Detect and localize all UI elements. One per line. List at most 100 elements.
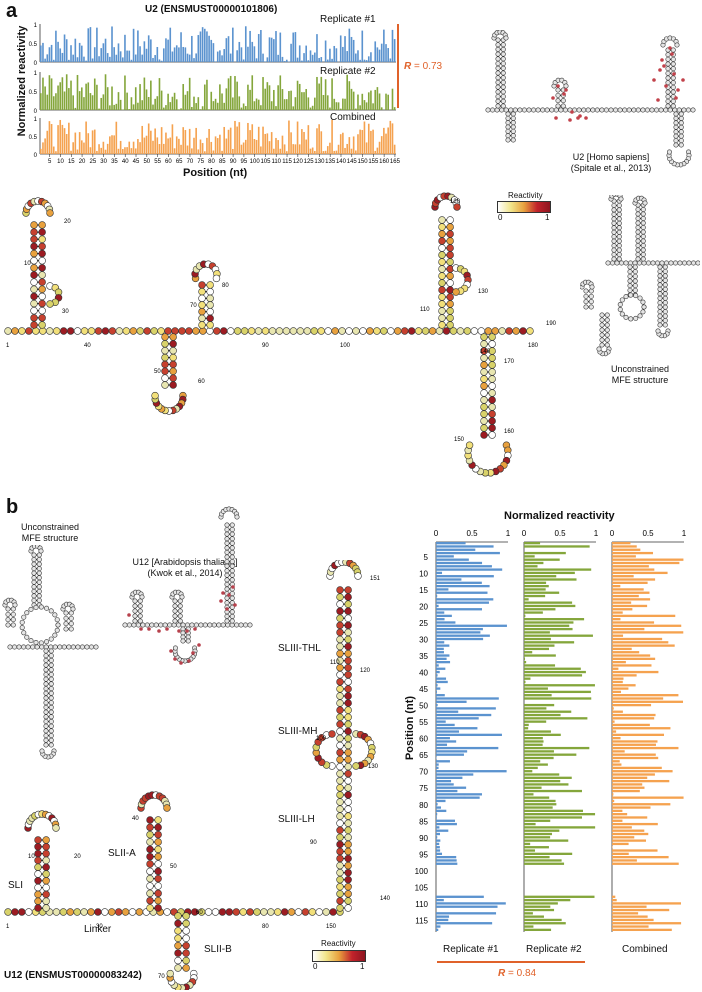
nucleotide: [401, 327, 409, 335]
panel-b-correlation: R = 0.84: [498, 968, 537, 979]
nucleotide: [641, 304, 647, 310]
nucleotide: [359, 327, 367, 335]
nucleotide: [635, 247, 641, 253]
nucleotide: [599, 327, 605, 333]
reactivity-bar: [524, 571, 575, 575]
nucleotide: [344, 720, 352, 728]
nucleotide: [198, 281, 206, 289]
nucleotide: [500, 94, 506, 100]
reactivity-bar: [262, 53, 264, 62]
nucleotide: [154, 852, 162, 861]
nucleotide: [583, 293, 589, 299]
x-tick-label: 120: [293, 159, 304, 165]
reactivity-bar: [524, 895, 595, 898]
reactivity-bar: [309, 50, 312, 62]
reactivity-bar: [612, 723, 650, 727]
position-label: 110: [330, 660, 340, 666]
nucleotide: [421, 327, 430, 335]
reactivity-bar: [436, 905, 498, 908]
panel-a-legend-title: Reactivity: [508, 191, 543, 200]
nucleotide: [674, 42, 680, 48]
reactivity-bar: [524, 551, 566, 555]
reactivity-bar: [370, 52, 372, 62]
reactivity-bar: [329, 142, 331, 154]
reactivity-bar: [524, 707, 547, 710]
nucleotide: [146, 882, 154, 890]
reactivity-bar: [83, 97, 85, 110]
nucleotide: [182, 919, 190, 928]
reactivity-bar: [85, 121, 87, 154]
nucleotide: [163, 908, 171, 916]
reactivity-bar: [266, 57, 269, 62]
nucleotide: [206, 314, 214, 323]
reactivity-bar: [524, 601, 573, 604]
reactivity-bar: [197, 97, 200, 110]
reactivity-bar: [188, 77, 191, 110]
reactivity-bar: [80, 140, 83, 154]
nucleotide: [24, 610, 30, 616]
y-tick-label: 55: [419, 718, 428, 727]
reactivity-bar: [178, 138, 180, 154]
nucleotide: [446, 272, 454, 280]
panel-a-legend-gradient: [497, 201, 551, 213]
nucleotide: [336, 713, 344, 721]
reactivity-bar: [303, 92, 305, 110]
reactivity-bar: [48, 75, 51, 110]
nucleotide: [670, 98, 676, 104]
reactivity-bar: [216, 51, 219, 62]
reactivity-bar: [348, 137, 351, 154]
reactivity-bar: [63, 91, 66, 110]
reactivity-bar: [270, 101, 273, 110]
nucleotide: [658, 107, 664, 113]
reactivity-bar: [350, 88, 353, 110]
reactivity-bar: [290, 43, 292, 62]
nucleotide: [604, 322, 610, 328]
reactivity-bar: [238, 122, 241, 154]
nucleotide: [336, 826, 344, 834]
reactivity-bar: [339, 108, 342, 110]
reactivity-bar: [193, 96, 195, 110]
nucleotide: [665, 98, 671, 104]
reactivity-bar: [436, 756, 437, 760]
nucleotide: [322, 908, 330, 916]
nucleotide: [43, 662, 49, 668]
reactivity-bar: [52, 59, 55, 62]
nucleotide: [38, 257, 46, 265]
nucleotide: [10, 622, 16, 628]
reactivity-bar: [524, 654, 556, 657]
reactivity-bar: [436, 829, 449, 832]
reactivity-bar: [436, 690, 437, 694]
reactivity-bar: [436, 591, 488, 594]
reactivity-bar: [612, 760, 620, 763]
arab-caption: U12 [Arabidopsis thaliana](Kwok et al., …: [132, 557, 238, 578]
nucleotide: [169, 333, 177, 341]
nucleotide: [562, 107, 568, 113]
x-tick-label: 80: [208, 159, 215, 165]
reactivity-bar: [281, 135, 284, 154]
reactivity-bar: [524, 565, 538, 568]
nucleotide: [611, 225, 617, 231]
reactivity-bar: [296, 80, 299, 110]
reactivity-bar: [524, 677, 531, 680]
nucleotide: [544, 107, 550, 113]
nucleotide: [662, 277, 668, 283]
reactivity-bar: [195, 103, 197, 110]
reactivity-bar: [63, 128, 66, 154]
nucleotide: [132, 613, 138, 619]
reactivity-bar: [524, 644, 555, 647]
nucleotide: [182, 964, 190, 972]
reactivity-bar: [363, 121, 366, 154]
nucleotide: [665, 52, 671, 58]
nucleotide: [488, 361, 496, 369]
nucleotide: [446, 279, 454, 287]
reactivity-bar: [292, 32, 295, 62]
nucleotide: [154, 845, 162, 854]
nucleotide: [623, 294, 629, 300]
nucleotide: [438, 237, 446, 245]
reactivity-bar: [253, 101, 256, 110]
position-label: 60: [196, 910, 203, 916]
reactivity-bar: [290, 132, 292, 154]
nucleotide: [154, 816, 162, 824]
reactivity-bar: [182, 46, 185, 62]
col-x-tick-label: 0.5: [554, 529, 566, 538]
